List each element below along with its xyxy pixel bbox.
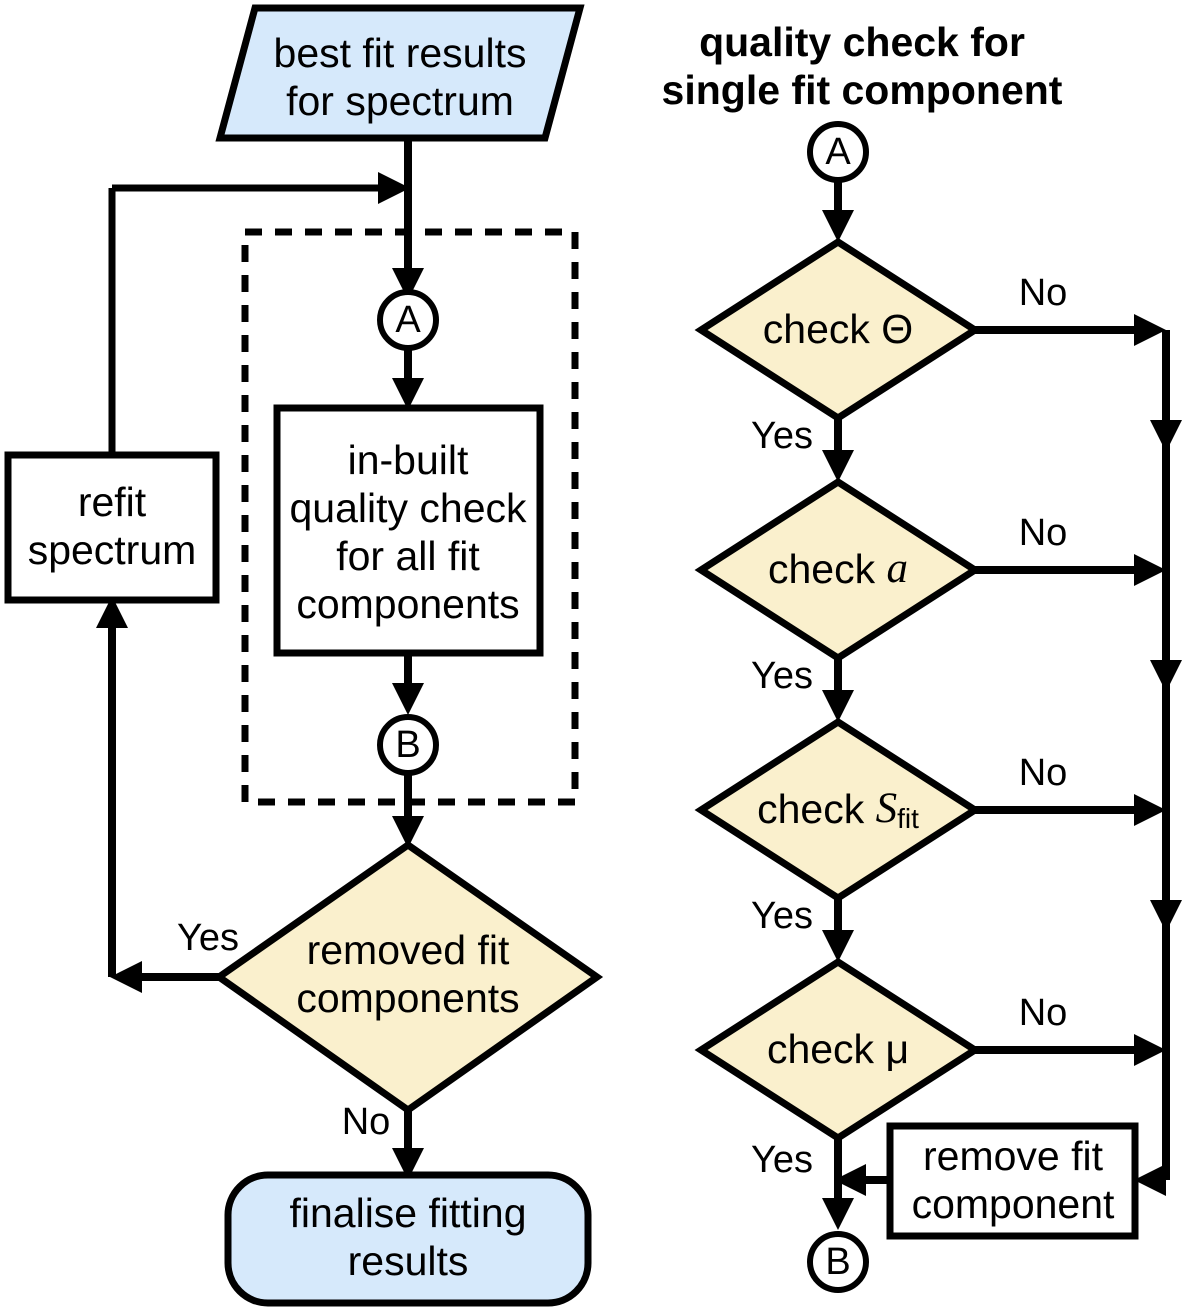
node-remove-fit-component: remove fit component [886, 1122, 1139, 1240]
arrowhead-a-to-process [392, 378, 424, 410]
connector-a-right-label: A [825, 131, 851, 173]
arrowhead-b-to-decision [392, 816, 424, 848]
arrowhead-check-sfit-no [1134, 794, 1166, 826]
right-title-line2: single fit component [662, 67, 1063, 113]
arrowhead-bus-1 [1150, 420, 1182, 452]
connector-b-right: B [807, 1231, 869, 1293]
remove-line1: remove fit [923, 1133, 1104, 1179]
connector-a-left: A [377, 289, 439, 351]
connector-a-right: A [807, 121, 869, 183]
check-sfit-prefix: check [757, 786, 876, 832]
inbuilt-line4: components [296, 581, 519, 627]
arrowhead-bus-into-remove [1134, 1164, 1166, 1196]
node-check-mu: check μ [694, 957, 982, 1143]
node-inbuilt-quality-check: in-built quality check for all fit compo… [273, 404, 544, 657]
arrowhead-check-mu-yes [822, 1198, 854, 1230]
refit-line2: spectrum [28, 527, 197, 573]
arrowhead-input-to-a [392, 268, 424, 300]
refit-box-shape [4, 451, 220, 604]
arrowhead-check-theta-no [1134, 314, 1166, 346]
label-check-a-no: No [1019, 512, 1068, 554]
connector-b-right-label: B [825, 1241, 850, 1283]
arrowhead-yes-into-refit [96, 596, 128, 628]
arrowhead-check-a-no [1134, 554, 1166, 586]
connector-b-left-label: B [395, 724, 420, 766]
node-check-sfit: check Sfit [694, 717, 982, 903]
finalise-line1: finalise fitting [289, 1190, 526, 1236]
check-a-symbol: a [887, 545, 909, 592]
arrowhead-remove-to-yes-line [834, 1164, 866, 1196]
node-best-fit-results: best fit results for spectrum [215, 4, 585, 142]
refit-line1: refit [78, 479, 147, 525]
remove-line2: component [912, 1181, 1115, 1227]
check-mu-prefix: check [767, 1026, 886, 1072]
arrowhead-check-theta-yes [822, 450, 854, 482]
best-fit-results-line1: best fit results [274, 30, 527, 76]
inbuilt-line3: for all fit [336, 533, 480, 579]
process-box-shape [273, 404, 544, 657]
finalise-line2: results [348, 1238, 469, 1284]
check-sfit-label: check Sfit [757, 785, 919, 835]
label-check-theta-no: No [1019, 272, 1068, 314]
label-decision-no: No [342, 1101, 391, 1143]
arrowhead-check-a-yes [822, 690, 854, 722]
label-decision-yes: Yes [177, 917, 239, 959]
terminal-shape [224, 1171, 592, 1307]
node-removed-fit-components: removed fit components [212, 840, 604, 1115]
label-check-sfit-no: No [1019, 752, 1068, 794]
check-mu-label: check μ [767, 1026, 909, 1072]
connector-b-left: B [377, 714, 439, 776]
node-check-theta: check Θ [694, 237, 982, 423]
node-refit-spectrum: refit spectrum [4, 451, 220, 604]
inbuilt-line1: in-built [348, 437, 469, 483]
check-theta-label: check Θ [763, 306, 913, 352]
arrowhead-refit-into-main [378, 172, 410, 204]
remove-box-shape [886, 1122, 1139, 1240]
check-sfit-symbol: S [876, 785, 898, 832]
right-title-line1: quality check for [699, 19, 1025, 65]
check-a-prefix: check [768, 546, 887, 592]
inbuilt-line2: quality check [289, 485, 527, 531]
label-check-mu-no: No [1019, 992, 1068, 1034]
check-sfit-subscript: fit [897, 803, 919, 834]
arrowhead-bus-3 [1150, 900, 1182, 932]
connector-b-right-circle [807, 1231, 869, 1293]
arrowhead-bus-2 [1150, 660, 1182, 692]
check-a-label: check a [768, 545, 908, 592]
arrowhead-check-mu-no [1134, 1034, 1166, 1066]
arrowhead-decision-yes [110, 961, 142, 993]
arrowhead-decision-no [392, 1148, 424, 1180]
node-finalise-fitting-results: finalise fitting results [224, 1171, 592, 1307]
check-mu-symbol: μ [885, 1026, 909, 1072]
label-check-sfit-yes: Yes [751, 895, 813, 937]
node-check-a: check a [694, 477, 982, 663]
label-check-mu-yes: Yes [751, 1139, 813, 1181]
parallelogram-shape [215, 4, 585, 142]
check-theta-symbol: Θ [881, 306, 913, 352]
arrowhead-check-sfit-yes [822, 930, 854, 962]
best-fit-results-line2: for spectrum [286, 78, 514, 124]
check-theta-prefix: check [763, 306, 882, 352]
arrowhead-a-to-check-theta [822, 210, 854, 242]
label-check-theta-yes: Yes [751, 415, 813, 457]
removed-fit-line2: components [296, 975, 519, 1021]
removed-fit-line1: removed fit [307, 927, 510, 973]
label-check-a-yes: Yes [751, 655, 813, 697]
arrowhead-process-to-b [392, 683, 424, 715]
connector-a-left-label: A [395, 299, 421, 341]
